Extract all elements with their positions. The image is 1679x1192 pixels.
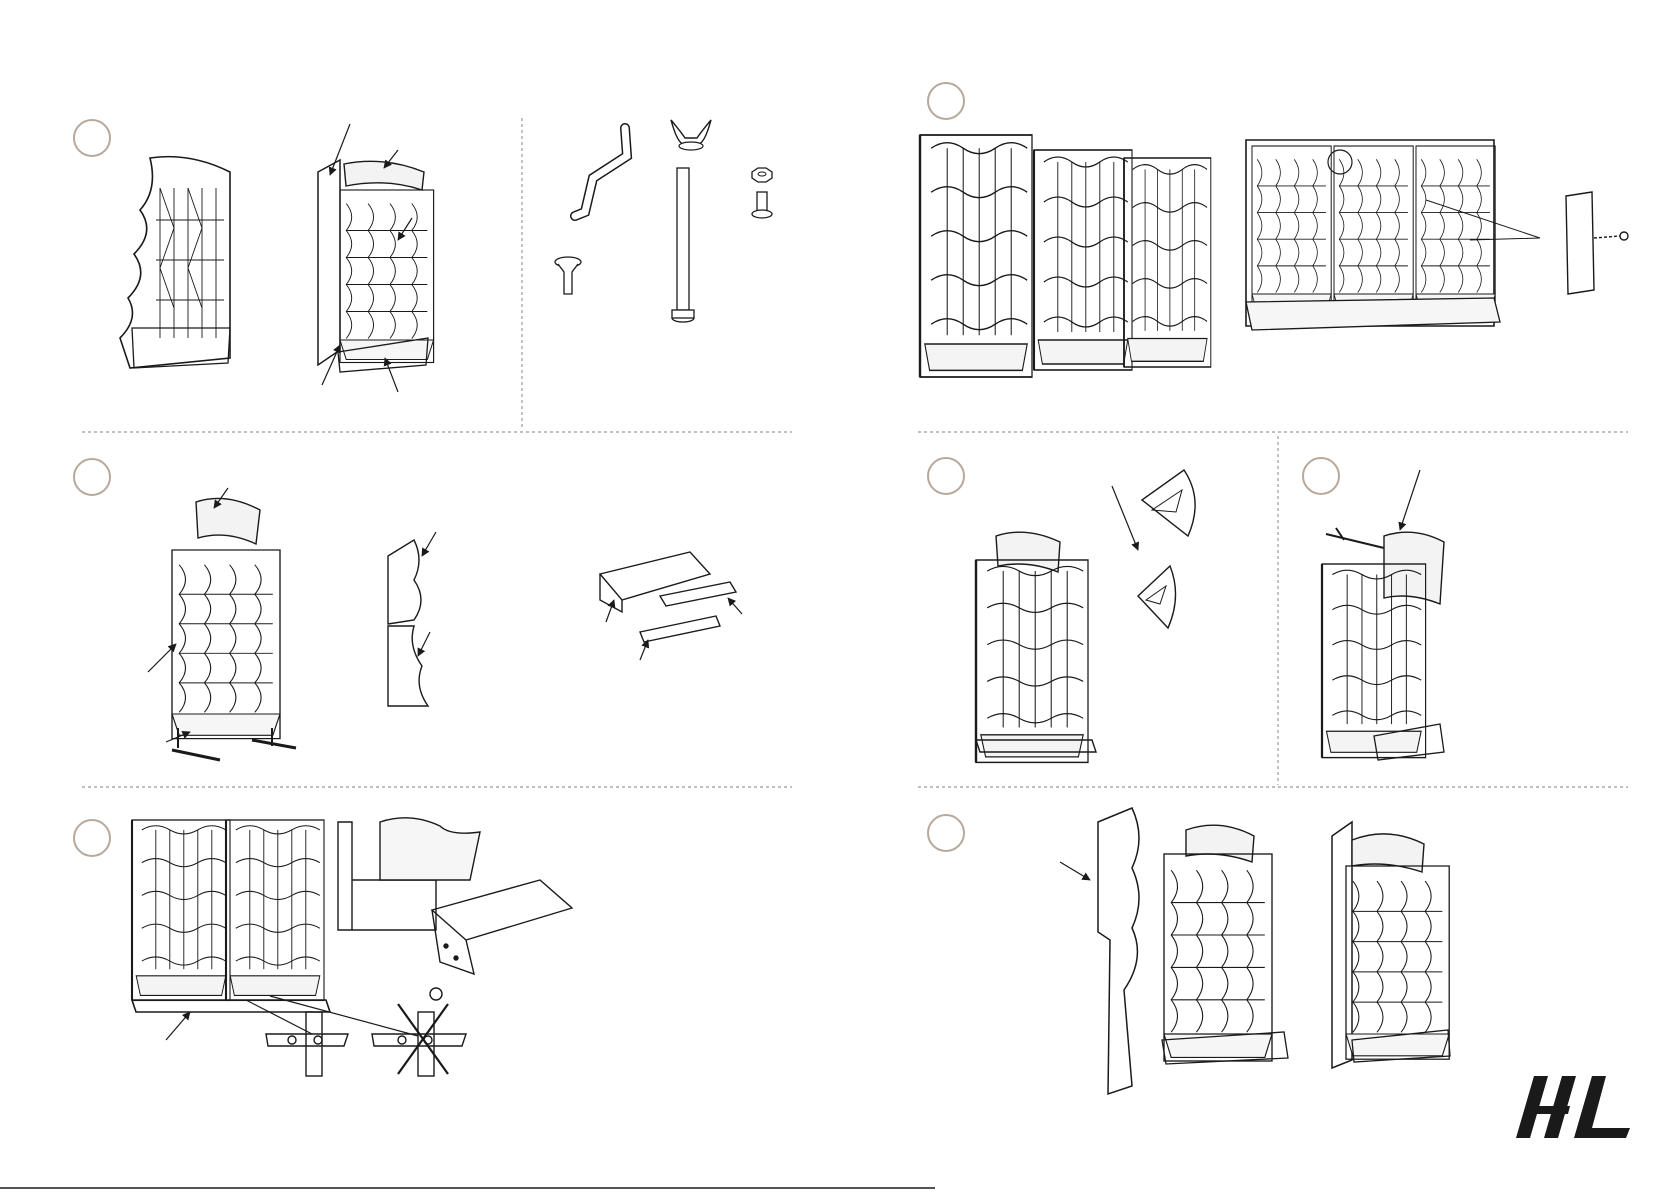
step-7-side-panel xyxy=(1060,808,1139,1094)
step-2-frame xyxy=(172,550,296,760)
hl-logo xyxy=(1516,1076,1630,1138)
crank-handle-icon xyxy=(575,128,627,216)
step-7-marker xyxy=(928,815,964,851)
countersunk-screw-icon xyxy=(555,257,581,294)
step-1-exploded-unit xyxy=(318,160,434,372)
step-3-bracket-details xyxy=(266,988,466,1076)
step-markers xyxy=(74,83,1339,856)
step-5-corner-shelves xyxy=(1112,470,1195,628)
step-5-marker xyxy=(928,458,964,494)
step-7-unit-in-progress xyxy=(1162,825,1288,1064)
step-3-frames xyxy=(132,820,330,1012)
step-3-tray-detail xyxy=(338,818,572,974)
step-1-marker xyxy=(74,120,110,156)
step-3-marker xyxy=(74,820,110,856)
step-4-bracket-detail xyxy=(1426,192,1628,294)
step-6-marker xyxy=(1303,458,1339,494)
step-2-marker xyxy=(74,459,110,495)
step-1-assembled-unit xyxy=(120,157,230,368)
step-6-unit xyxy=(1322,470,1444,760)
step-4-marker xyxy=(928,83,964,119)
threaded-rod-icon xyxy=(672,168,694,322)
wing-nut-icon xyxy=(671,120,711,150)
panel-dividers xyxy=(82,118,1628,787)
step-5-unit xyxy=(976,532,1096,762)
hex-nut-icon xyxy=(752,168,772,182)
step-2-side-panels xyxy=(388,540,428,706)
step-4-wide-unit xyxy=(1246,140,1500,330)
step-4-unit-row xyxy=(920,135,1211,377)
step-2-header-bin xyxy=(196,498,260,544)
bolt-icon xyxy=(752,192,772,218)
step-7-finished-unit xyxy=(1332,822,1450,1068)
step-2-trays xyxy=(600,552,736,642)
